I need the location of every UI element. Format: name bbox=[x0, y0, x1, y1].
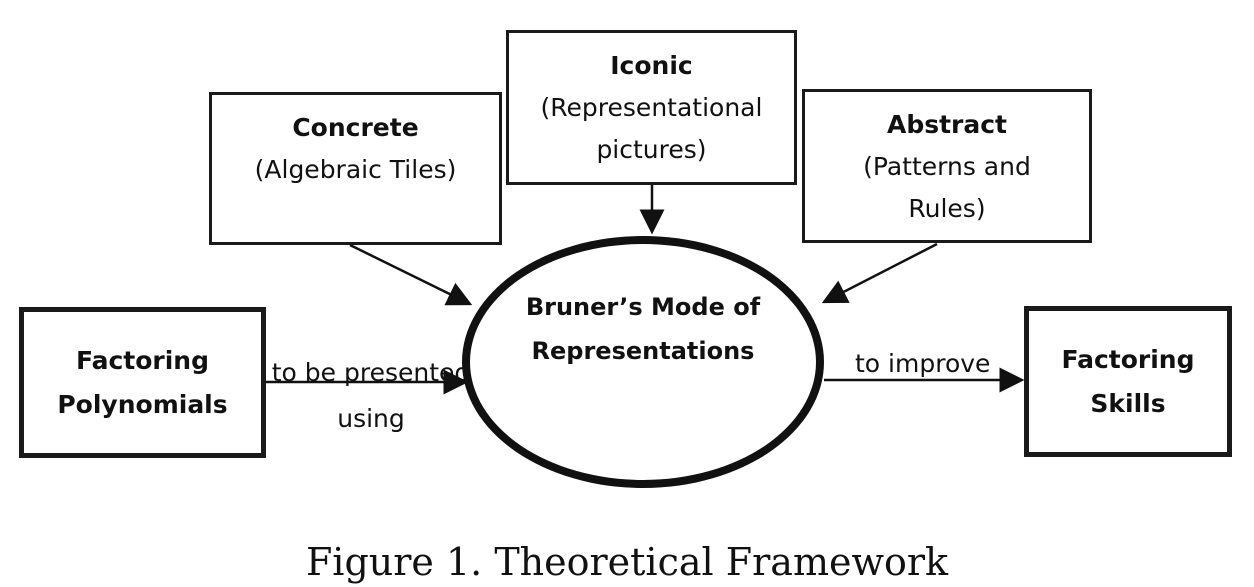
edge-label-presented: to be presented using bbox=[266, 350, 476, 442]
iconic-subtitle: (Representational pictures) bbox=[540, 93, 763, 164]
bruners-mode-line2: Representations bbox=[531, 337, 755, 365]
arrow-abstract-to-center bbox=[821, 242, 938, 304]
factoring-skills-line1: Factoring bbox=[1061, 344, 1195, 374]
concrete-box: Concrete (Algebraic Tiles) bbox=[209, 92, 502, 245]
edge-label-improve: to improve bbox=[855, 349, 991, 378]
factoring-polynomials-line2: Polynomials bbox=[57, 389, 228, 419]
iconic-box: Iconic (Representational pictures) bbox=[506, 30, 797, 185]
bruners-mode-line1: Bruner’s Mode of bbox=[525, 293, 761, 321]
abstract-box: Abstract (Patterns and Rules) bbox=[802, 89, 1092, 243]
factoring-polynomials-box: Factoring Polynomials bbox=[19, 307, 266, 458]
bruners-mode-ellipse bbox=[462, 236, 824, 488]
factoring-skills-line2: Skills bbox=[1090, 388, 1166, 418]
factoring-polynomials-line1: Factoring bbox=[75, 345, 210, 375]
abstract-title: Abstract bbox=[886, 110, 1008, 139]
edge-label-presented-line2: using bbox=[337, 404, 405, 433]
bruners-mode-label: Bruner’s Mode of Representations bbox=[462, 285, 824, 373]
iconic-title: Iconic bbox=[610, 51, 693, 80]
edge-label-presented-line1: to be presented bbox=[271, 358, 471, 387]
abstract-subtitle: (Patterns and Rules) bbox=[863, 152, 1031, 223]
factoring-skills-box: Factoring Skills bbox=[1024, 306, 1232, 457]
concrete-title: Concrete bbox=[292, 113, 419, 142]
figure-caption: Figure 1. Theoretical Framework bbox=[305, 540, 949, 584]
concrete-subtitle: (Algebraic Tiles) bbox=[254, 155, 457, 184]
arrow-concrete-to-center bbox=[349, 243, 473, 306]
